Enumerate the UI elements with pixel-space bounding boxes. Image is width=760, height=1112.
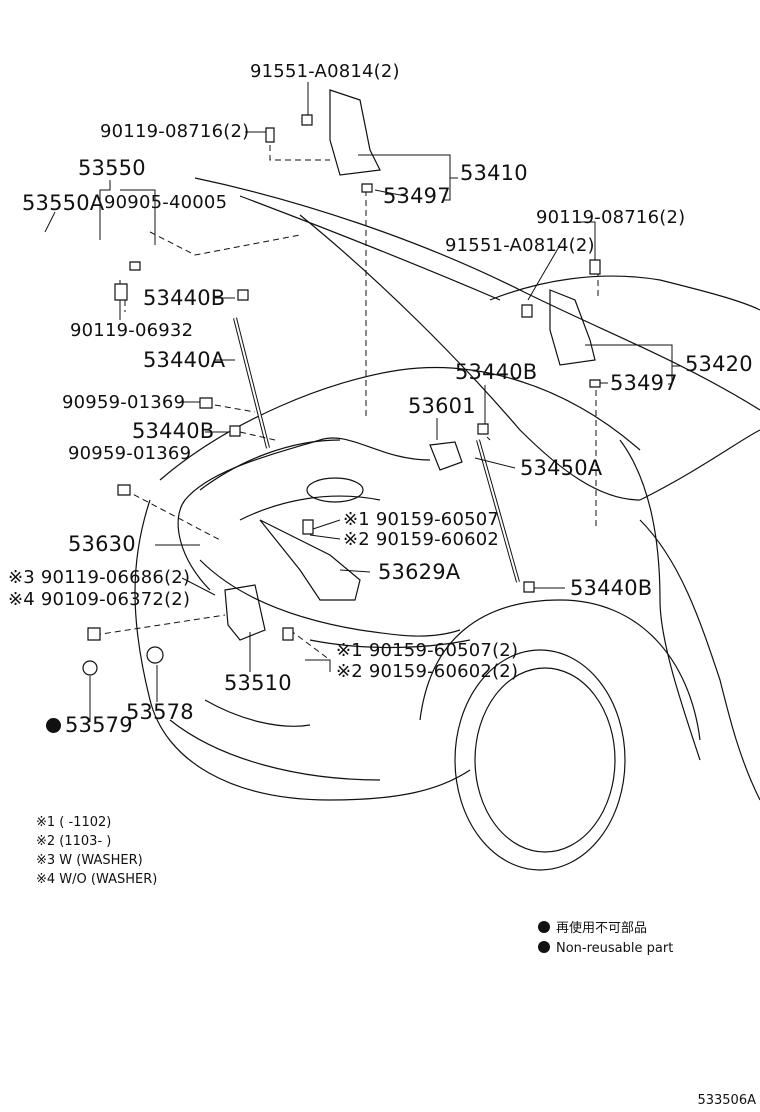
hinge-left: [330, 90, 380, 175]
bolt-icon: [88, 628, 100, 640]
cushion: [83, 661, 97, 675]
bolt-icon: [302, 115, 312, 125]
clip-icon: [478, 424, 488, 434]
fog-light: [205, 700, 310, 726]
part-label: 53497: [383, 184, 451, 208]
part-label: 53440B: [143, 286, 226, 310]
front-bumper: [135, 500, 470, 800]
hood-lock: [225, 585, 265, 640]
note-4: ※4 W/O (WASHER): [36, 872, 158, 887]
non-reusable-dot-icon: [538, 941, 550, 953]
part-number: 53579: [65, 713, 133, 737]
part-label-non-reusable: 53579: [46, 713, 133, 737]
part-label: 53440B: [455, 360, 538, 384]
part-label: 53410: [460, 161, 528, 185]
part-label: 90119-06932: [70, 320, 194, 341]
bumper-lower: [170, 720, 380, 780]
figure-reference: 533506A: [697, 1093, 756, 1108]
part-label: 53550A: [22, 191, 105, 215]
part-label: 90905-40005: [104, 192, 228, 213]
part-label: 53440A: [143, 348, 226, 372]
clip-icon: [238, 290, 248, 300]
part-label: ※1 90159-60507(2): [336, 640, 519, 661]
bolt-icon: [283, 628, 293, 640]
support-bracket: [260, 520, 360, 600]
part-label: ※4 90109-06372(2): [8, 589, 191, 610]
clip-icon: [118, 485, 130, 495]
part-label: 53578: [126, 700, 194, 724]
part-label: 53440B: [132, 419, 215, 443]
legend-en: Non-reusable part: [538, 941, 673, 957]
part-label: ※3 90119-06686(2): [8, 567, 191, 588]
hinge-right: [550, 290, 595, 365]
part-label: 90119-08716(2): [536, 207, 686, 228]
clip-icon: [230, 426, 240, 436]
part-label: 91551-A0814(2): [445, 235, 595, 256]
front-wheel: [455, 650, 625, 870]
part-label: 90959-01369: [62, 392, 186, 413]
hood-rear-edge: [240, 196, 500, 300]
bolt-icon: [522, 305, 532, 317]
part-label: 90959-01369: [68, 443, 192, 464]
nut-icon: [362, 184, 372, 192]
hood-right-edge: [640, 430, 760, 500]
part-label: 53630: [68, 532, 136, 556]
part-label: ※1 90159-60507: [343, 509, 500, 530]
part-label: 53450A: [520, 456, 603, 480]
part-label: 53440B: [570, 576, 653, 600]
part-label: ※2 90159-60602(2): [336, 661, 519, 682]
grille-line: [310, 640, 470, 648]
non-reusable-bullet-icon: [46, 718, 61, 733]
lock-release: [430, 442, 462, 470]
engine-bay-2: [240, 496, 380, 520]
clip-icon: [524, 582, 534, 592]
note-1: ※1 ( -1102): [36, 815, 112, 830]
clip-icon: [200, 398, 212, 408]
part-label: 90119-08716(2): [100, 121, 250, 142]
windshield-line: [490, 276, 760, 310]
hood-fold-line: [300, 215, 640, 500]
release-cable: [178, 438, 430, 590]
legend-jp-text: 再使用不可部品: [556, 921, 648, 936]
fender-line: [620, 440, 700, 760]
wheel-arch: [420, 600, 700, 740]
part-label: ※2 90159-60602: [343, 529, 500, 550]
fender-line-2: [640, 520, 760, 800]
bolt-icon: [590, 260, 600, 274]
note-2: ※2 (1103- ): [36, 834, 112, 849]
bolt-icon: [115, 284, 127, 300]
part-label: 53550: [78, 156, 146, 180]
legend-jp: 再使用不可部品: [538, 921, 647, 937]
non-reusable-dot-icon: [538, 921, 550, 933]
nut-icon: [590, 380, 600, 387]
bolt-icon: [303, 520, 313, 534]
legend-en-text: Non-reusable part: [556, 941, 674, 956]
note-3: ※3 W (WASHER): [36, 853, 143, 868]
part-label: 53510: [224, 671, 292, 695]
part-label: 91551-A0814(2): [250, 61, 400, 82]
engine-bay-1: [200, 440, 340, 490]
clip-icon: [130, 262, 140, 270]
wheel-inner: [475, 668, 615, 852]
part-label: 53420: [685, 352, 753, 376]
part-label: 53497: [610, 371, 678, 395]
part-label: 53601: [408, 394, 476, 418]
bumper-stop: [147, 647, 163, 663]
engine-cap: [307, 478, 363, 502]
part-label: 53629A: [378, 560, 461, 584]
bolt-icon: [266, 128, 274, 142]
